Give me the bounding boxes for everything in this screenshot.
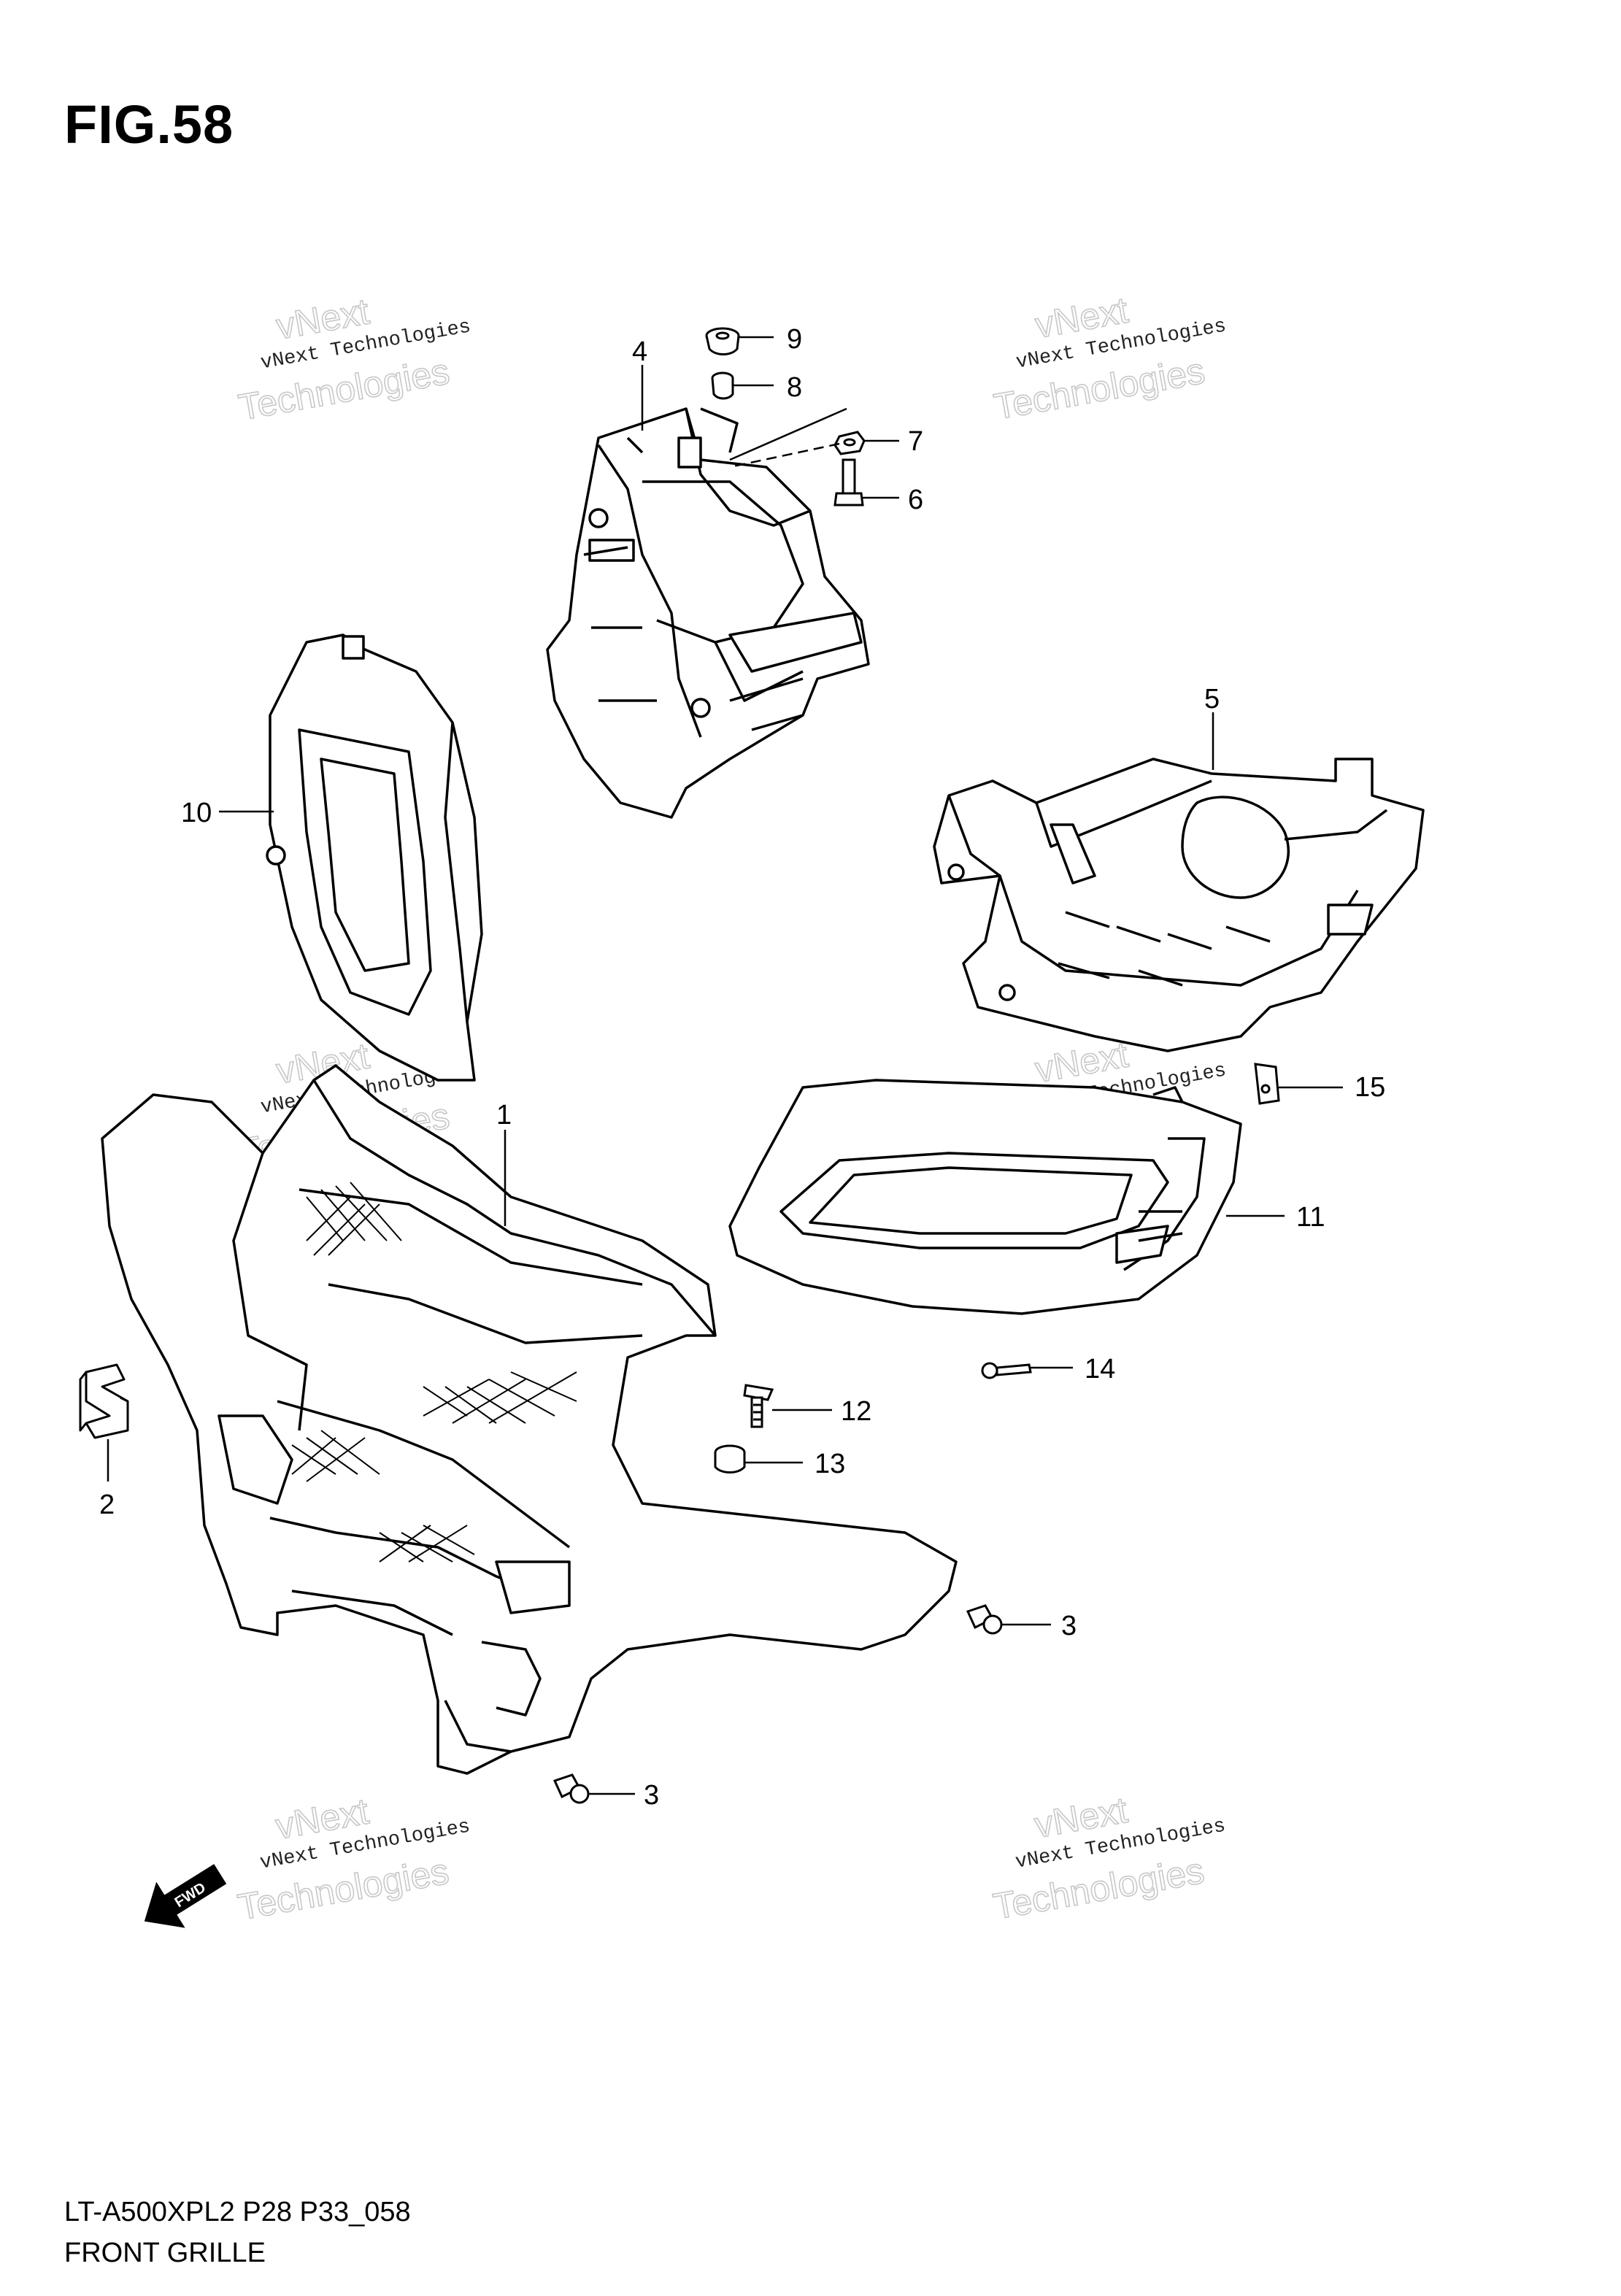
- part-11-right-bezel[interactable]: [728, 1079, 1242, 1315]
- callout-15: 15: [1355, 1072, 1385, 1103]
- part-5-lower-housing[interactable]: [933, 758, 1425, 1052]
- part-14-screw[interactable]: [981, 1362, 1032, 1379]
- callout-2: 2: [99, 1490, 115, 1520]
- part-13-grommet[interactable]: [714, 1444, 746, 1473]
- part-12-screw[interactable]: [743, 1384, 774, 1428]
- leader-lines: [107, 336, 1343, 1795]
- watermark-top-left: vNext vNext Technologies Technologies: [235, 290, 473, 429]
- part-3-clip-right[interactable]: [966, 1604, 1003, 1635]
- callout-10: 10: [181, 798, 212, 828]
- watermark-top-right: vNext vNext Technologies Technologies: [990, 289, 1228, 428]
- figure-title: FIG.58: [64, 94, 234, 155]
- callout-13: 13: [815, 1449, 845, 1479]
- callout-8: 8: [787, 372, 802, 403]
- part-9-grommet[interactable]: [705, 327, 740, 355]
- part-4-headlight-housing[interactable]: [546, 407, 870, 819]
- part-1-front-grille[interactable]: [101, 1064, 958, 1775]
- callouts: 9 8 7 6 4 5 10 1 15 11 14 12 13 3 3 2: [99, 324, 1385, 1811]
- callout-6: 6: [908, 485, 923, 515]
- callout-12: 12: [841, 1396, 871, 1427]
- part-2-emblem[interactable]: [79, 1363, 129, 1439]
- part-8-collar[interactable]: [711, 371, 734, 400]
- part-3-clip-lower[interactable]: [552, 1773, 590, 1804]
- callout-9: 9: [787, 324, 802, 355]
- callout-3-lower: 3: [644, 1780, 659, 1811]
- callout-5: 5: [1204, 684, 1220, 714]
- part-6-bolt[interactable]: [833, 458, 864, 506]
- callout-7: 7: [908, 426, 923, 457]
- callout-3-right: 3: [1061, 1611, 1077, 1641]
- watermark-bottom-right: vNext vNext Technologies Technologies: [990, 1789, 1228, 1927]
- diagram-code: LT-A500XPL2 P28 P33_058: [64, 2197, 411, 2227]
- part-10-left-bezel[interactable]: [266, 633, 483, 1082]
- callout-14: 14: [1085, 1354, 1115, 1384]
- watermark-bottom-left: vNext vNext Technologies Technologies: [234, 1790, 472, 1929]
- callout-11: 11: [1296, 1202, 1325, 1233]
- part-15-clip[interactable]: [1254, 1063, 1280, 1105]
- part-7-nut[interactable]: [833, 431, 866, 455]
- callout-4: 4: [632, 336, 647, 367]
- callout-1: 1: [496, 1100, 512, 1130]
- fwd-arrow-icon: FWD: [144, 1864, 227, 1928]
- diagram-name: FRONT GRILLE: [64, 2238, 266, 2268]
- grille-mesh-upper: [291, 1182, 577, 1563]
